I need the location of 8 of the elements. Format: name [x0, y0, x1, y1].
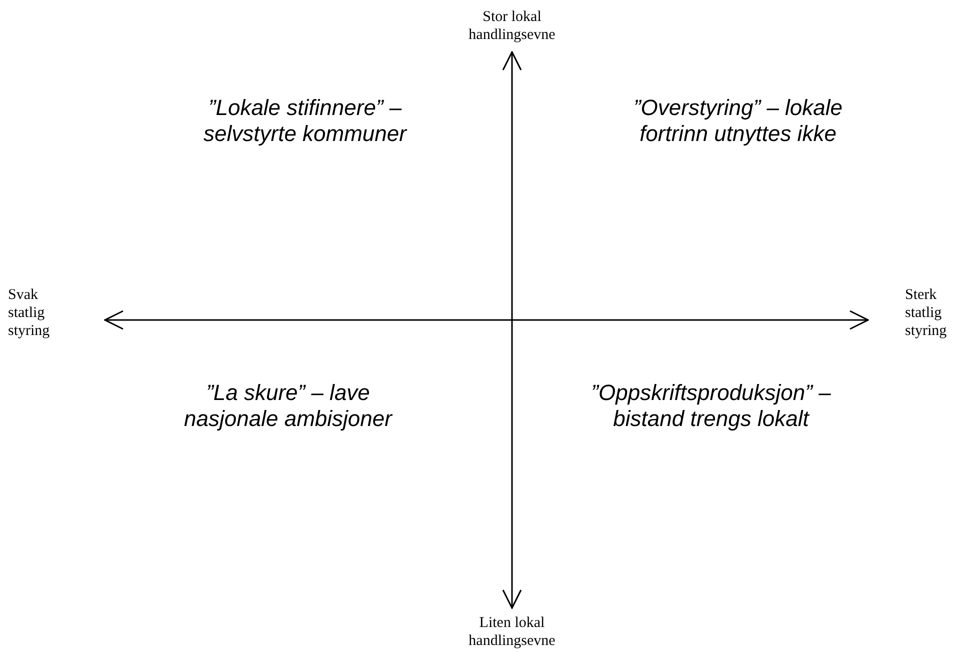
axis-label: Sterk statlig styring [905, 286, 948, 340]
quadrant-label: ”Oppskriftsproduksjon” – bistand trengs lokalt [590, 380, 832, 432]
quadrant-label: ”Overstyring” – lokale fortrinn utnyttes ikke [632, 95, 844, 147]
axis-label: Liten lokal handlingsevne [468, 614, 556, 650]
quadrant-label: ”Lokale stifinnere” – selvstyrte kommuner [202, 95, 408, 147]
quadrant-label: ”La skure” – lave nasjonale ambisjoner [183, 380, 394, 432]
axis-label: Stor lokal handlingsevne [468, 8, 556, 44]
axis-label: Svak statlig styring [8, 286, 51, 340]
